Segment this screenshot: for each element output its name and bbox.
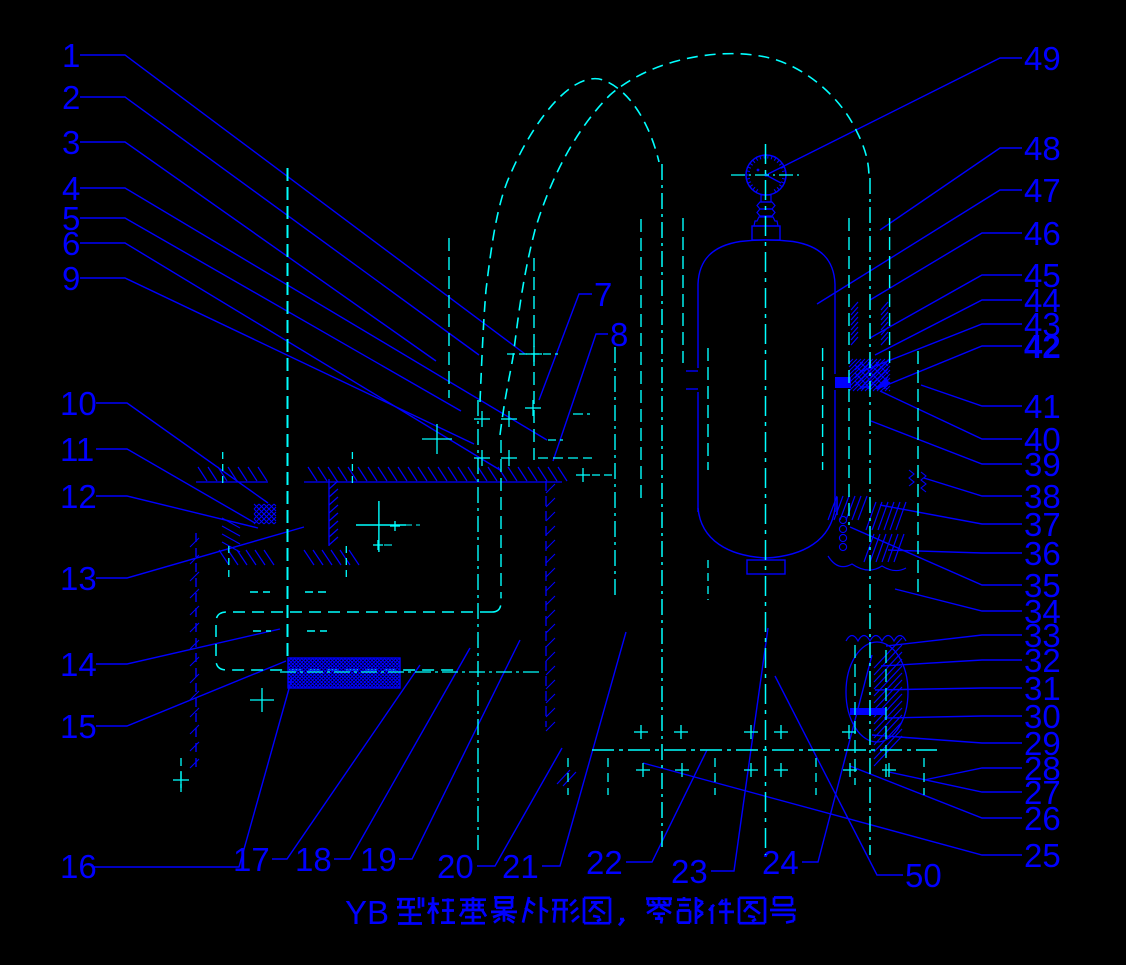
svg-text:44: 44 — [1024, 282, 1061, 319]
svg-text:35: 35 — [1024, 567, 1061, 604]
svg-text:33: 33 — [1024, 617, 1061, 654]
svg-text:12: 12 — [60, 478, 97, 515]
svg-text:15: 15 — [60, 708, 97, 745]
svg-text:46: 46 — [1024, 215, 1061, 252]
svg-text:16: 16 — [60, 848, 97, 885]
svg-text:28: 28 — [1024, 750, 1061, 787]
svg-text:26: 26 — [1024, 800, 1061, 837]
svg-text:32: 32 — [1024, 642, 1061, 679]
svg-text:43: 43 — [1024, 306, 1061, 343]
svg-text:13: 13 — [60, 560, 97, 597]
svg-text:41: 41 — [1024, 388, 1061, 425]
svg-text:37: 37 — [1024, 506, 1061, 543]
svg-text:27: 27 — [1024, 774, 1061, 811]
svg-text:48: 48 — [1024, 130, 1061, 167]
svg-text:YB: YB — [345, 894, 389, 931]
svg-text:4: 4 — [62, 170, 80, 207]
svg-text:6: 6 — [62, 225, 80, 262]
svg-text:1: 1 — [62, 37, 80, 74]
svg-text:17: 17 — [233, 841, 270, 878]
svg-text:49: 49 — [1024, 40, 1061, 77]
svg-text:36: 36 — [1024, 535, 1061, 572]
svg-text:10: 10 — [60, 385, 97, 422]
svg-text:24: 24 — [762, 844, 799, 881]
svg-text:45: 45 — [1024, 257, 1061, 294]
svg-text:23: 23 — [671, 853, 708, 890]
svg-text:3: 3 — [62, 124, 80, 161]
svg-text:2: 2 — [62, 79, 80, 116]
svg-text:40: 40 — [1024, 421, 1061, 458]
svg-text:38: 38 — [1024, 478, 1061, 515]
svg-text:29: 29 — [1024, 725, 1061, 762]
svg-text:5: 5 — [62, 200, 80, 237]
svg-text:20: 20 — [437, 848, 474, 885]
svg-text:25: 25 — [1024, 837, 1061, 874]
svg-text:31: 31 — [1024, 670, 1061, 707]
svg-text:21: 21 — [502, 848, 539, 885]
svg-text:11: 11 — [60, 431, 94, 468]
svg-text:7: 7 — [594, 276, 612, 313]
svg-text:22: 22 — [586, 844, 623, 881]
svg-text:50: 50 — [905, 857, 942, 894]
svg-text:34: 34 — [1024, 593, 1061, 630]
svg-text:14: 14 — [60, 646, 97, 683]
svg-text:30: 30 — [1024, 698, 1061, 735]
svg-text:9: 9 — [62, 260, 80, 297]
svg-text:47: 47 — [1024, 172, 1061, 209]
svg-text:19: 19 — [360, 841, 397, 878]
svg-text:18: 18 — [295, 841, 332, 878]
svg-text:39: 39 — [1024, 446, 1061, 483]
svg-text:42: 42 — [1024, 328, 1061, 365]
svg-text:8: 8 — [610, 316, 628, 353]
